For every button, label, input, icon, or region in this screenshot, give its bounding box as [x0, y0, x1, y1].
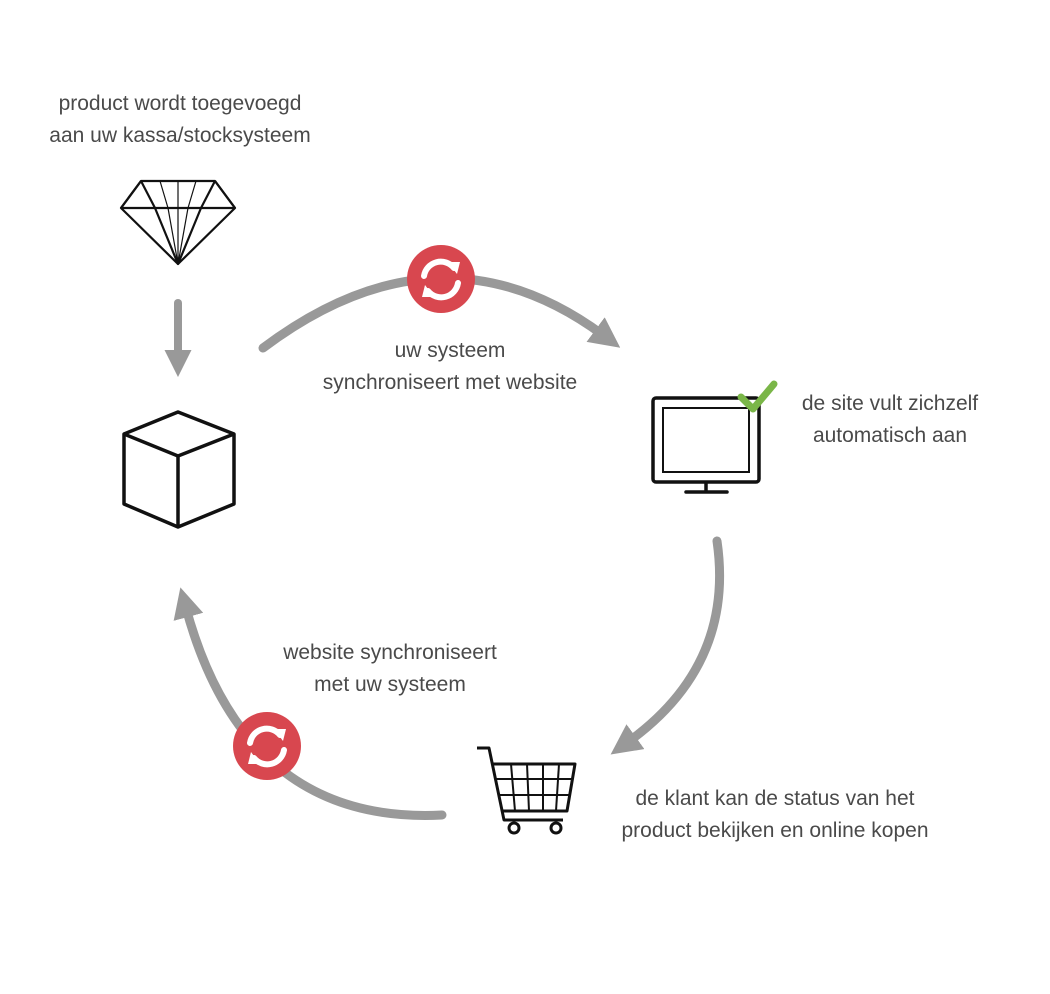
- step-client-buys-label: de klant kan de status van het product b…: [580, 783, 970, 847]
- step-product-added-label: product wordt toegevoegd aan uw kassa/st…: [20, 88, 340, 152]
- label-line: automatisch aan: [812, 424, 968, 447]
- label-line: de klant kan de status van het: [635, 787, 915, 810]
- label-line: met uw systeem: [314, 673, 466, 696]
- step-site-fills-label: de site vult zichzelf automatisch aan: [770, 388, 1010, 452]
- label-line: product bekijken en online kopen: [621, 819, 929, 842]
- label-line: synchroniseert met website: [322, 371, 578, 394]
- sync-icon-bottom: [233, 712, 301, 780]
- diamond-icon: [119, 179, 237, 266]
- sync-icon-top: [407, 245, 475, 313]
- arrow-website-to-cart: [610, 536, 725, 755]
- step-website-sync-label: website synchroniseert met uw systeem: [240, 637, 540, 701]
- step-system-sync-label: uw systeem synchroniseert met website: [290, 335, 610, 399]
- label-line: product wordt toegevoegd: [58, 92, 302, 115]
- check-icon: [737, 380, 778, 413]
- label-line: uw systeem: [394, 339, 506, 362]
- label-line: de site vult zichzelf: [801, 392, 979, 415]
- shopping-cart-icon: [477, 746, 577, 835]
- monitor-icon: [651, 396, 761, 494]
- label-line: website synchroniseert: [283, 641, 497, 664]
- box-icon: [122, 410, 236, 529]
- label-line: aan uw kassa/stocksysteem: [49, 124, 311, 147]
